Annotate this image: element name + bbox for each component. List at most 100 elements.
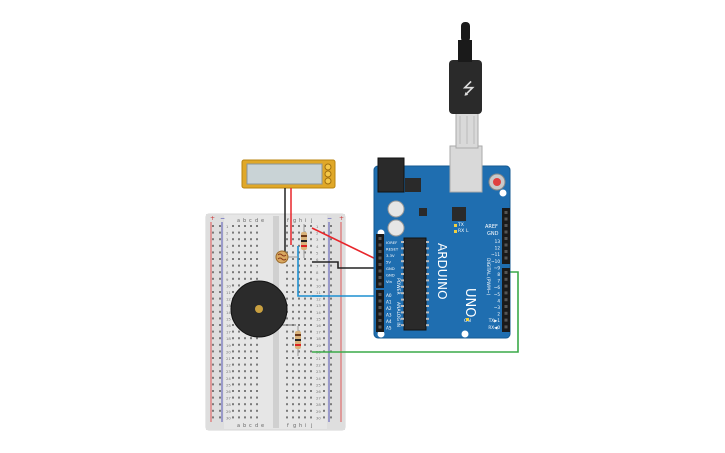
breadboard-hole[interactable] <box>323 363 325 366</box>
header-hole[interactable] <box>504 230 508 234</box>
breadboard-hole[interactable] <box>244 370 246 373</box>
breadboard-hole[interactable] <box>232 291 234 293</box>
breadboard-hole[interactable] <box>219 416 221 419</box>
breadboard-hole[interactable] <box>310 363 312 366</box>
breadboard-hole[interactable] <box>238 264 240 267</box>
header-hole[interactable] <box>504 277 508 281</box>
breadboard-hole[interactable] <box>323 231 325 234</box>
breadboard-hole[interactable] <box>212 284 214 287</box>
breadboard-hole[interactable] <box>292 277 294 280</box>
breadboard-hole[interactable] <box>292 284 294 287</box>
breadboard-hole[interactable] <box>256 258 258 260</box>
breadboard-hole[interactable] <box>323 330 325 333</box>
wire-green-digital[interactable] <box>312 271 519 353</box>
breadboard-hole[interactable] <box>298 390 300 392</box>
breadboard-hole[interactable] <box>232 396 234 399</box>
breadboard-hole[interactable] <box>238 409 240 412</box>
breadboard-hole[interactable] <box>292 310 294 313</box>
breadboard-hole[interactable] <box>238 357 240 359</box>
breadboard-hole[interactable] <box>250 416 252 419</box>
breadboard-hole[interactable] <box>250 277 252 280</box>
breadboard-hole[interactable] <box>232 251 234 254</box>
breadboard-hole[interactable] <box>232 238 234 241</box>
breadboard-hole[interactable] <box>330 244 332 247</box>
breadboard-hole[interactable] <box>212 357 214 359</box>
breadboard-hole[interactable] <box>298 258 300 260</box>
breadboard-hole[interactable] <box>330 330 332 333</box>
breadboard-hole[interactable] <box>304 297 306 300</box>
breadboard-hole[interactable] <box>330 264 332 267</box>
breadboard-hole[interactable] <box>244 225 246 227</box>
breadboard-hole[interactable] <box>244 396 246 399</box>
breadboard-hole[interactable] <box>256 357 258 359</box>
breadboard-hole[interactable] <box>232 363 234 366</box>
breadboard-hole[interactable] <box>238 277 240 280</box>
breadboard-hole[interactable] <box>304 271 306 274</box>
breadboard-hole[interactable] <box>219 330 221 333</box>
breadboard-hole[interactable] <box>232 258 234 260</box>
breadboard-hole[interactable] <box>238 396 240 399</box>
power-header[interactable] <box>376 234 384 288</box>
breadboard-hole[interactable] <box>250 357 252 359</box>
breadboard-hole[interactable] <box>298 231 300 234</box>
header-hole[interactable] <box>504 237 508 240</box>
breadboard-hole[interactable] <box>232 277 234 280</box>
breadboard-hole[interactable] <box>232 244 234 247</box>
breadboard-hole[interactable] <box>219 403 221 406</box>
breadboard-hole[interactable] <box>250 231 252 234</box>
breadboard-hole[interactable] <box>292 244 294 247</box>
header-hole[interactable] <box>504 271 508 274</box>
breadboard-hole[interactable] <box>310 370 312 373</box>
breadboard-hole[interactable] <box>298 238 300 241</box>
breadboard-hole[interactable] <box>323 284 325 287</box>
breadboard-hole[interactable] <box>232 376 234 379</box>
breadboard-hole[interactable] <box>232 225 234 227</box>
breadboard-hole[interactable] <box>212 244 214 247</box>
breadboard-hole[interactable] <box>238 238 240 241</box>
breadboard-hole[interactable] <box>219 264 221 267</box>
breadboard-hole[interactable] <box>310 277 312 280</box>
breadboard-hole[interactable] <box>256 390 258 392</box>
breadboard-hole[interactable] <box>238 363 240 366</box>
breadboard-hole[interactable] <box>292 317 294 320</box>
breadboard-hole[interactable] <box>219 357 221 359</box>
resistor-2[interactable] <box>295 326 301 356</box>
breadboard-hole[interactable] <box>292 238 294 241</box>
breadboard-hole[interactable] <box>304 277 306 280</box>
breadboard-hole[interactable] <box>232 416 234 419</box>
breadboard-hole[interactable] <box>219 251 221 254</box>
breadboard-hole[interactable] <box>219 337 221 340</box>
breadboard-hole[interactable] <box>256 396 258 399</box>
breadboard-hole[interactable] <box>298 416 300 419</box>
breadboard-hole[interactable] <box>232 403 234 406</box>
breadboard-hole[interactable] <box>330 396 332 399</box>
breadboard-hole[interactable] <box>256 337 258 340</box>
breadboard-hole[interactable] <box>286 271 288 274</box>
breadboard-hole[interactable] <box>304 337 306 340</box>
breadboard-hole[interactable] <box>304 363 306 366</box>
breadboard-hole[interactable] <box>298 403 300 406</box>
breadboard-hole[interactable] <box>298 357 300 359</box>
breadboard-hole[interactable] <box>298 264 300 267</box>
breadboard-hole[interactable] <box>304 409 306 412</box>
breadboard-hole[interactable] <box>330 343 332 346</box>
header-hole[interactable] <box>504 211 508 214</box>
header-hole[interactable] <box>378 325 382 329</box>
breadboard-hole[interactable] <box>323 357 325 359</box>
breadboard-hole[interactable] <box>250 337 252 340</box>
breadboard-hole[interactable] <box>238 284 240 287</box>
breadboard-hole[interactable] <box>323 416 325 419</box>
breadboard-hole[interactable] <box>304 310 306 313</box>
breadboard-hole[interactable] <box>212 304 214 307</box>
breadboard-hole[interactable] <box>238 244 240 247</box>
breadboard-hole[interactable] <box>212 231 214 234</box>
breadboard-hole[interactable] <box>250 244 252 247</box>
breadboard-hole[interactable] <box>323 304 325 307</box>
header-hole[interactable] <box>378 237 382 240</box>
header-hole[interactable] <box>378 299 382 303</box>
breadboard-hole[interactable] <box>244 409 246 412</box>
breadboard-hole[interactable] <box>330 277 332 280</box>
breadboard-hole[interactable] <box>244 238 246 241</box>
analog-header[interactable] <box>376 290 384 332</box>
breadboard-hole[interactable] <box>286 317 288 320</box>
